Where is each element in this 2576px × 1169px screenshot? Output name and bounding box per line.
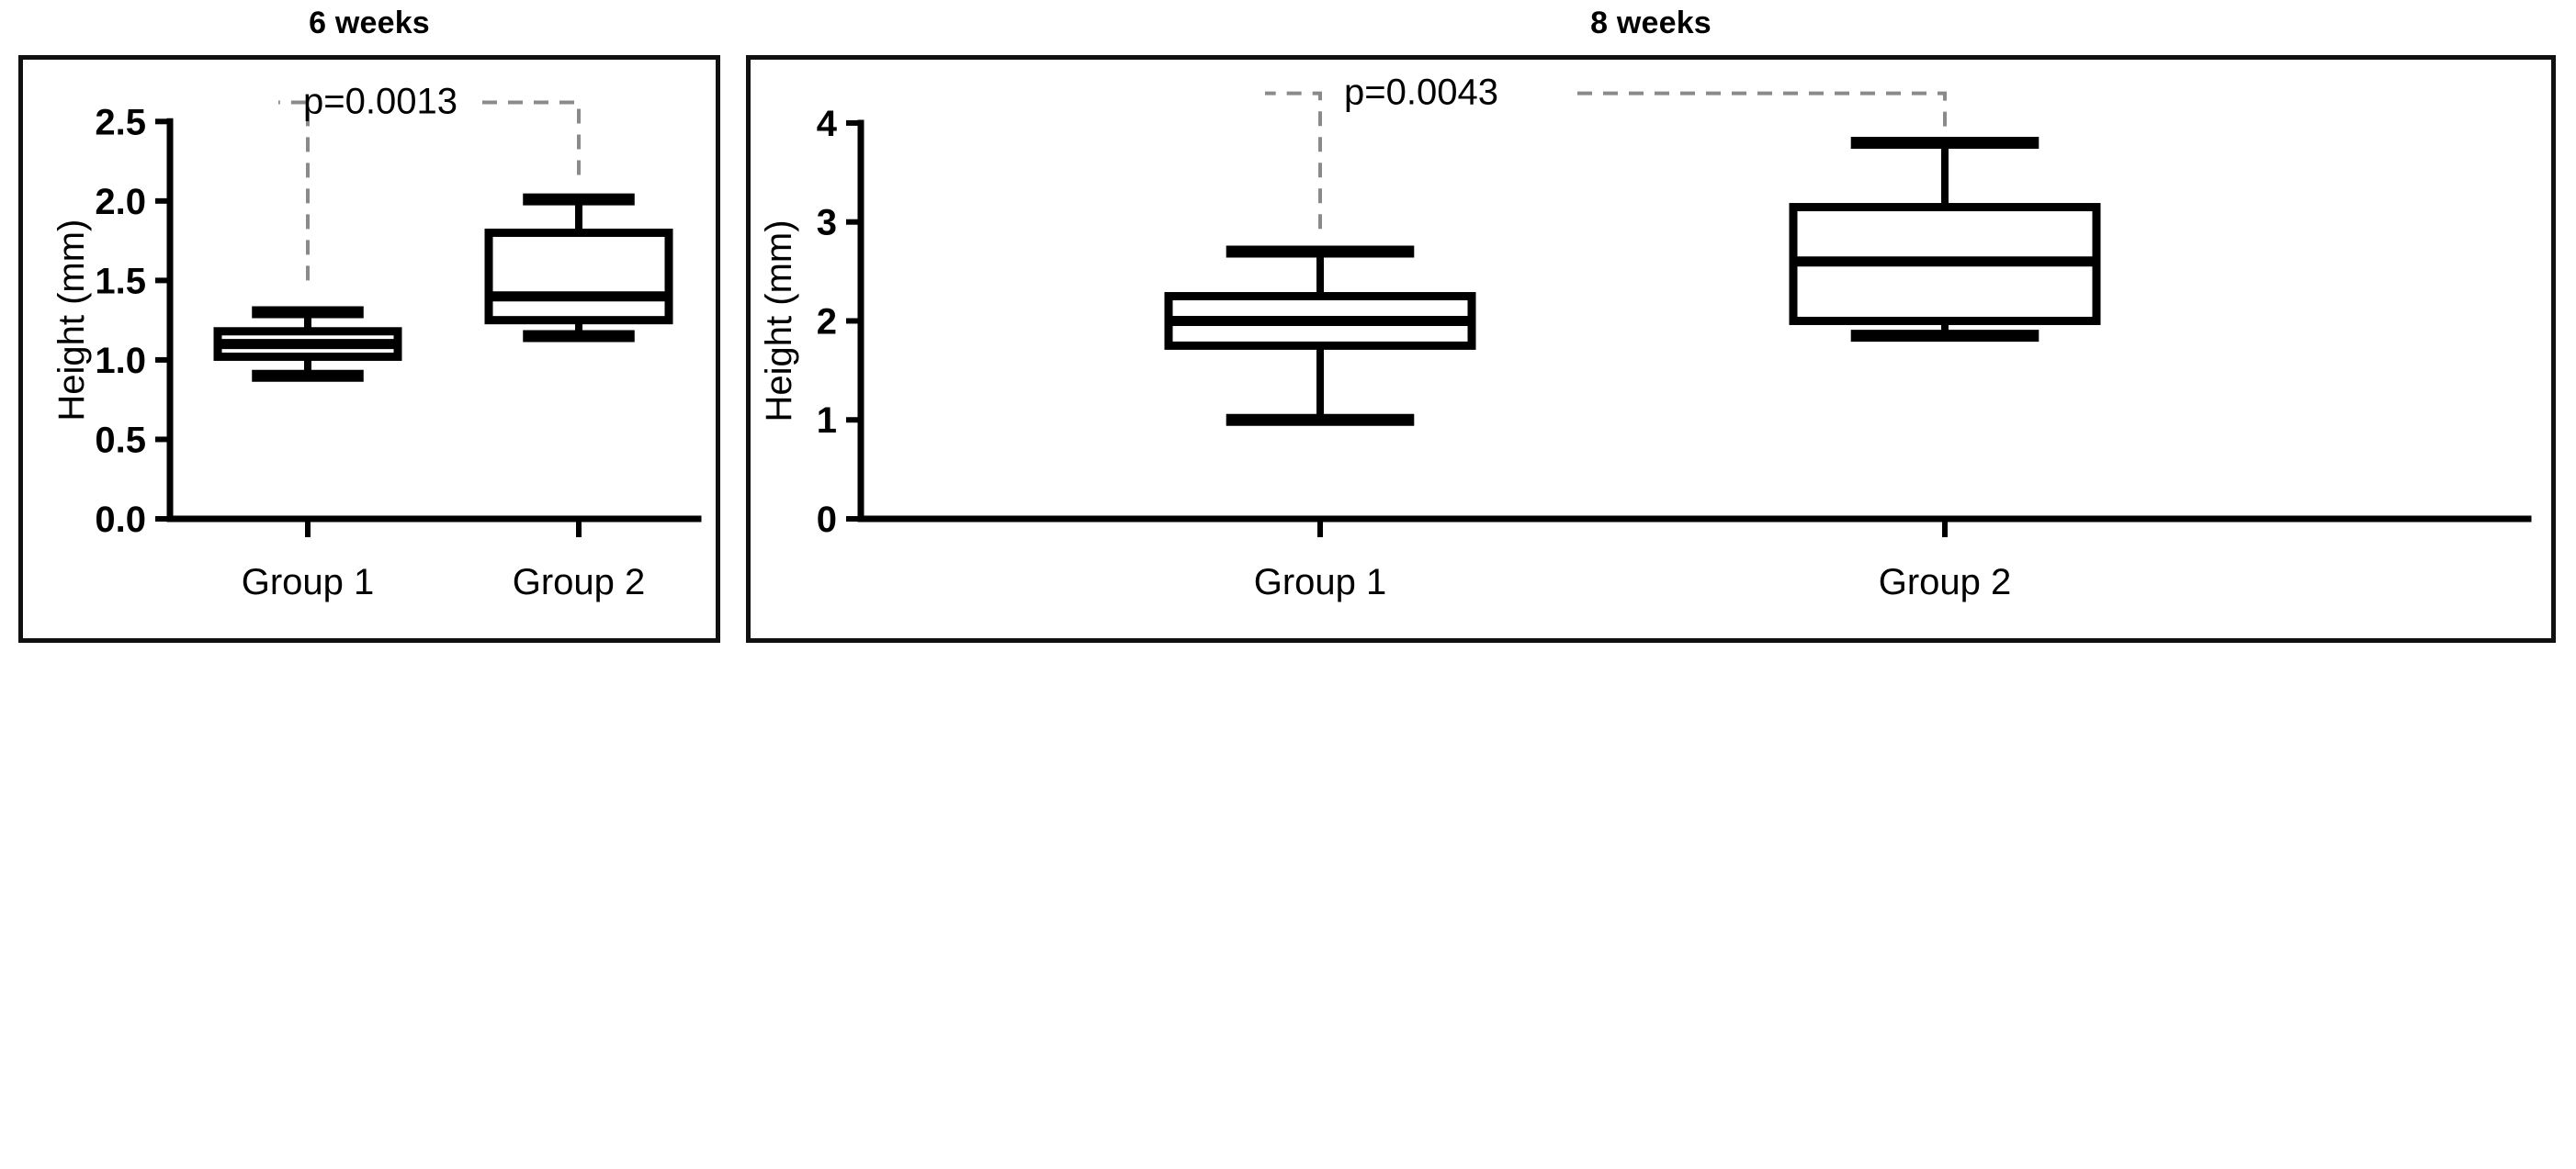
- significance-bracket-path: [278, 100, 581, 281]
- box-iqr-rect: [484, 228, 673, 325]
- x-category-label: Group 1: [1254, 562, 1387, 602]
- significance-bracket: [1265, 91, 1947, 230]
- y-tick-label: 1.0: [95, 341, 146, 381]
- panel-title-8-weeks: 8 weeks: [1590, 6, 1712, 40]
- y-tick-label: 0.5: [95, 420, 146, 460]
- y-tick-label: 2.0: [95, 182, 146, 222]
- significance-bracket-path: [1265, 91, 1947, 230]
- boxplot-1: [213, 306, 402, 382]
- x-category-label: Group 2: [1879, 562, 2012, 602]
- boxplot-2: [1789, 136, 2101, 343]
- y-tick-label: 0.0: [95, 500, 146, 540]
- y-tick-label: 0: [817, 500, 837, 540]
- y-tick-label: 2.5: [95, 102, 146, 142]
- x-category-label: Group 1: [242, 562, 375, 602]
- p-value-label: p=0.0043: [1344, 73, 1498, 113]
- boxplot-2: [484, 193, 673, 343]
- x-category-label: Group 2: [513, 562, 646, 602]
- y-tick-label: 3: [817, 203, 837, 243]
- y-tick-label: 1.5: [95, 261, 146, 301]
- significance-bracket: [278, 100, 581, 281]
- p-value-label: p=0.0013: [303, 82, 458, 122]
- boxplot-1: [1164, 245, 1476, 426]
- y-axis-title: Height (mm): [759, 219, 799, 422]
- panel-title-6-weeks: 6 weeks: [309, 6, 430, 40]
- y-tick-label: 2: [817, 301, 837, 342]
- y-axis-title: Height (mm): [51, 219, 92, 422]
- y-tick-label: 1: [817, 400, 837, 441]
- y-tick-label: 4: [817, 104, 838, 144]
